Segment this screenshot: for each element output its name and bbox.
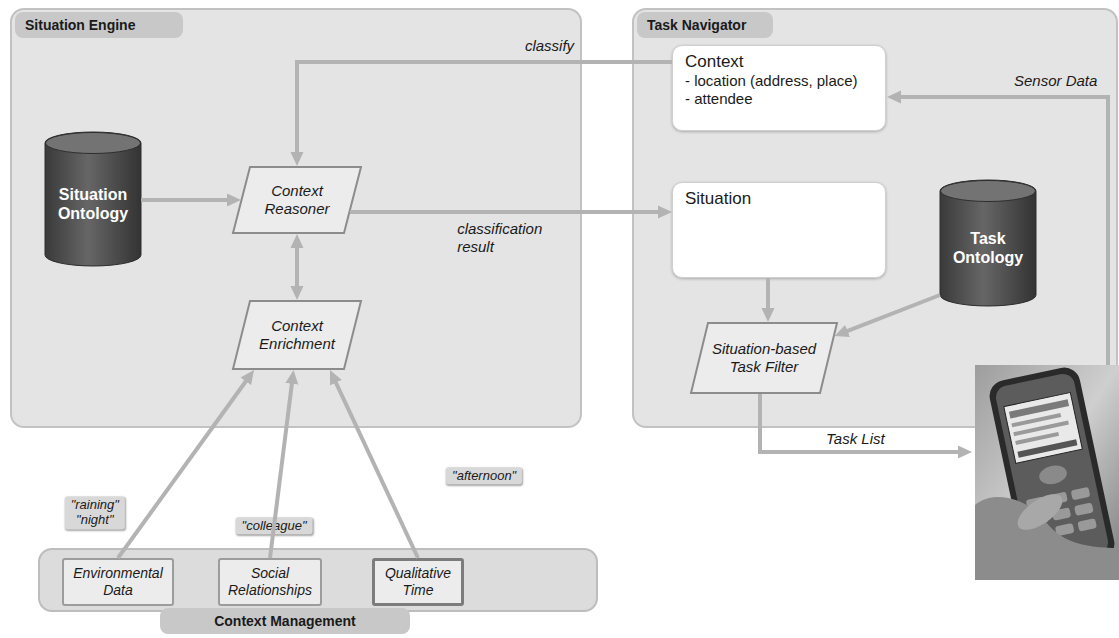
node-text: Situation Ontology [51, 185, 135, 223]
edge-label-holder: classify [525, 37, 574, 55]
phone-key [1074, 502, 1094, 516]
node-text: Qualitative Time [381, 565, 455, 599]
engine-panel: Situation EngineSituation OntologyContex… [10, 8, 582, 428]
cylinder-top [941, 181, 1036, 202]
arrow-label: Task List [826, 430, 885, 448]
node-text: Context Reasoner [247, 182, 347, 218]
label-holder: Task List [826, 430, 885, 448]
value-callout: "raining" "night" [65, 496, 125, 529]
phone-key [1071, 487, 1091, 501]
value-callout: "colleague" [236, 517, 313, 535]
edge-label-holder: "afternoon" [446, 467, 522, 485]
phone-key [1055, 523, 1075, 537]
enrichment-box: Context Enrichment [232, 300, 362, 370]
panel-title: Situation Engine [15, 12, 183, 38]
node-text: - location (address, place) [685, 72, 858, 90]
cylinder-body [940, 180, 1036, 306]
source-box: Environmental Data [62, 558, 174, 606]
ontology-cylinder: Task Ontology [940, 180, 1036, 306]
hand [975, 497, 1119, 580]
management-panel: Context ManagementEnvironmental DataSoci… [38, 548, 598, 612]
node-text: - attendee [685, 90, 753, 108]
ontology-cylinder: Situation Ontology [45, 132, 141, 266]
node-text: Context Enrichment [247, 317, 347, 353]
navigator-panel: Task NavigatorContext- location (address… [632, 8, 1118, 428]
phone-key [1052, 507, 1072, 521]
screen-line [1017, 439, 1077, 457]
parallelogram-shape [691, 323, 837, 393]
screen-line [1015, 432, 1059, 445]
title-tab: Context Management [160, 608, 410, 634]
panel-title: Task Navigator [637, 12, 773, 38]
arrow-label: Sensor Data [1014, 72, 1097, 90]
parallelogram-shape [233, 167, 361, 233]
node-text: Social Relationships [226, 565, 314, 599]
edge-label: classification result [457, 220, 569, 256]
thumb [1012, 487, 1068, 536]
phone-key [1032, 528, 1052, 542]
panel-title: Context Management [160, 608, 410, 634]
label-holder: Sensor Data [1014, 72, 1097, 90]
phone-key [1077, 518, 1097, 532]
context-box: Context- location (address, place)- atte… [672, 45, 886, 131]
phone-key [1048, 492, 1068, 506]
title-tab: Situation Engine [15, 12, 183, 38]
situation-box: Situation [672, 182, 886, 278]
phone-key [1029, 512, 1049, 526]
value-callout: "afternoon" [446, 467, 522, 485]
title-tab: Task Navigator [637, 12, 773, 38]
node-text: Situation [685, 189, 751, 209]
node-text: Environmental Data [70, 565, 166, 599]
node-text: Task Ontology [946, 229, 1030, 267]
source-box: Social Relationships [218, 558, 322, 606]
phone-joystick [1037, 463, 1068, 486]
cylinder-top [46, 133, 141, 154]
filter-box: Situation-based Task Filter [690, 322, 838, 394]
edge-label-holder: "colleague" [236, 517, 313, 535]
parallelogram-shape [233, 301, 361, 369]
edge-label-holder: classification result [457, 220, 569, 256]
edge-label-holder: "raining" "night" [65, 496, 125, 529]
node-text: Context [685, 52, 744, 72]
edge-label: classify [525, 37, 574, 55]
reasoner-box: Context Reasoner [232, 166, 362, 234]
node-text: Situation-based Task Filter [705, 340, 823, 376]
phone-key [1026, 496, 1046, 510]
cylinder-body [45, 132, 141, 266]
source-box: Qualitative Time [372, 558, 464, 606]
